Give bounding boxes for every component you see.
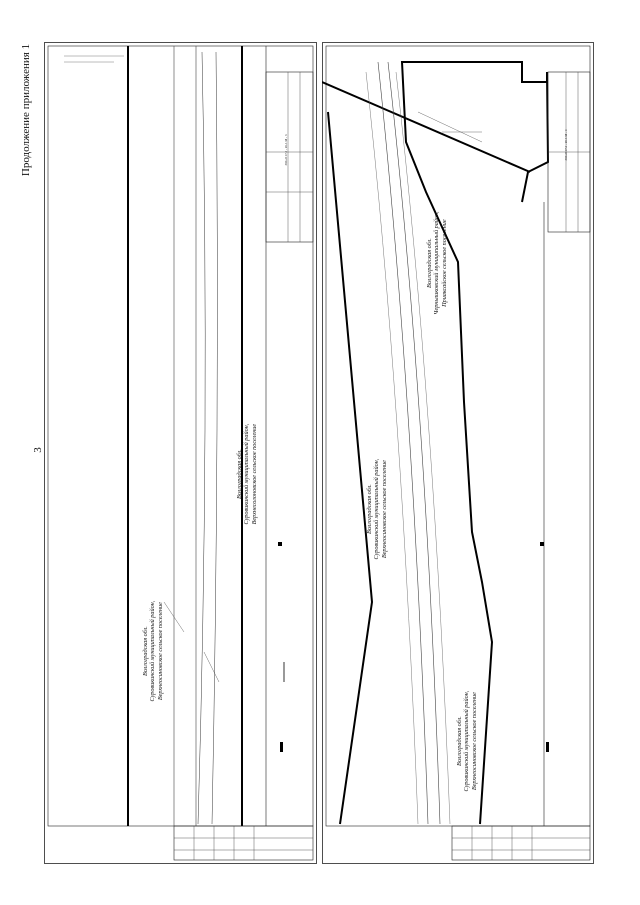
area-label-left-2: Волгоградская обл. Суровикинский муницип… xyxy=(235,423,258,525)
page-header-text: Продолжение приложения 1 xyxy=(20,43,32,177)
area-label-left-1: Волгоградская обл. Суровикинский муницип… xyxy=(141,600,164,702)
stamp-code-right: 300-2117.2 - 20-1.М - 4 xyxy=(564,129,568,161)
sheet-left-drawing xyxy=(44,42,317,864)
sheet-right-drawing xyxy=(322,42,594,864)
page-header: Продолжение приложения 1 xyxy=(18,40,34,180)
drawing-sheet-right: 300-2117.2 - 20-1.М - 4 Волгоградская об… xyxy=(322,42,594,864)
page-number-text: 3 xyxy=(32,447,44,453)
drawing-sheet-left: 300-2117.2 - 20-1.М - 3 Волгоградская об… xyxy=(44,42,317,864)
area-label-right-3: Волгоградская обл. Суровикинский муницип… xyxy=(455,690,478,792)
area-label-right-1: Волгоградская обл. Чернышковский муницип… xyxy=(425,211,448,315)
stamp-code-left: 300-2117.2 - 20-1.М - 3 xyxy=(284,134,288,166)
area-label-right-2: Волгоградская обл. Суровикинский муницип… xyxy=(365,458,388,560)
